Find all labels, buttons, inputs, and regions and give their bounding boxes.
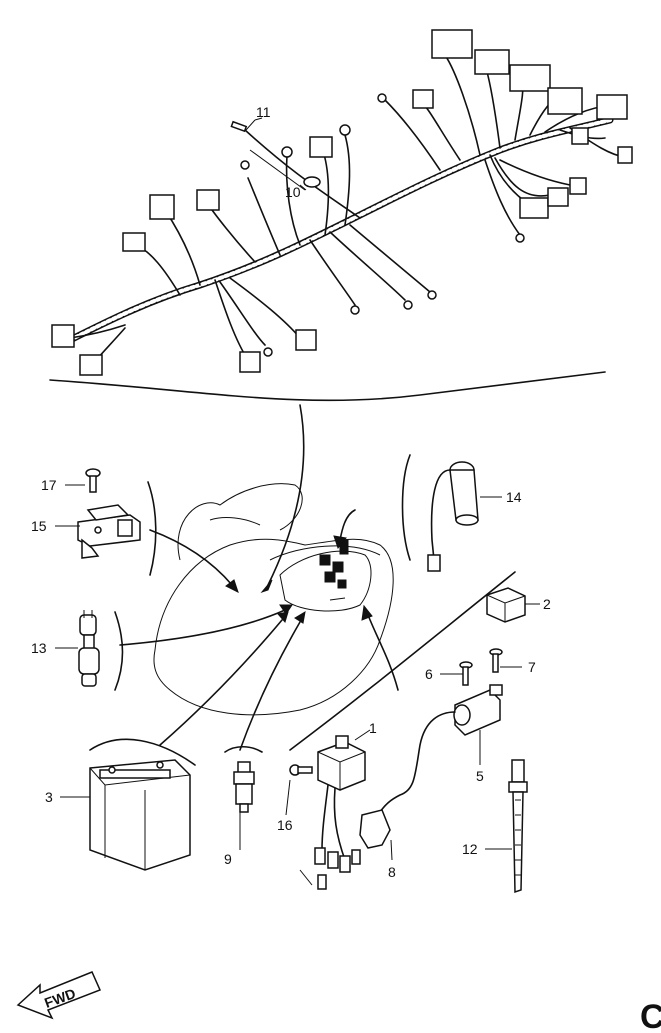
callout-13: 13 (31, 640, 47, 656)
bracket-13 (114, 611, 124, 691)
callout-7: 7 (528, 659, 536, 675)
callout-2: 2 (543, 596, 551, 612)
bracket-15 (147, 481, 157, 576)
bracket-14 (401, 454, 411, 561)
callout-1: 1 (369, 720, 377, 736)
divider-arc (49, 371, 606, 402)
fwd-label: FWD (42, 985, 77, 1011)
callout-9: 9 (224, 851, 232, 867)
fwd-arrow-icon: FWD (16, 971, 102, 1020)
callout-11: 11 (256, 104, 271, 120)
band-icon (508, 759, 528, 894)
callout-10: 10 (285, 184, 301, 200)
callout-14: 14 (506, 489, 522, 505)
screw-6-icon (459, 661, 473, 686)
fuse-holder-icon (77, 504, 141, 559)
bracket-3 (89, 738, 196, 766)
grip-heater-icon (427, 461, 479, 572)
callout-6: 6 (425, 666, 433, 682)
callout-12: 12 (462, 841, 478, 857)
callout-leaders (55, 117, 540, 861)
wire-harness-icon (51, 29, 633, 376)
bolt-17-icon (85, 468, 101, 493)
battery-icon (89, 759, 191, 871)
motorcycle-outline (153, 483, 394, 716)
thermo-unit-icon (233, 761, 255, 813)
screw-16-icon (289, 764, 313, 776)
bracket-9 (224, 745, 263, 753)
screw-7-icon (489, 648, 503, 673)
callout-17: 17 (41, 477, 57, 493)
relay-icon (486, 587, 526, 623)
corner-mark: C (640, 998, 661, 1033)
leader-arrows (119, 404, 516, 751)
callout-15: 15 (31, 518, 47, 534)
callout-16: 16 (277, 817, 293, 833)
cdi-unit-icon (299, 735, 366, 890)
starter-relay-icon (78, 610, 100, 687)
callout-labels: 1 2 3 5 6 7 8 9 10 11 12 13 14 15 16 17 (31, 104, 551, 880)
callout-3: 3 (45, 789, 53, 805)
ignition-coil-icon (359, 684, 503, 849)
callout-5: 5 (476, 768, 484, 784)
callout-8: 8 (388, 864, 396, 880)
